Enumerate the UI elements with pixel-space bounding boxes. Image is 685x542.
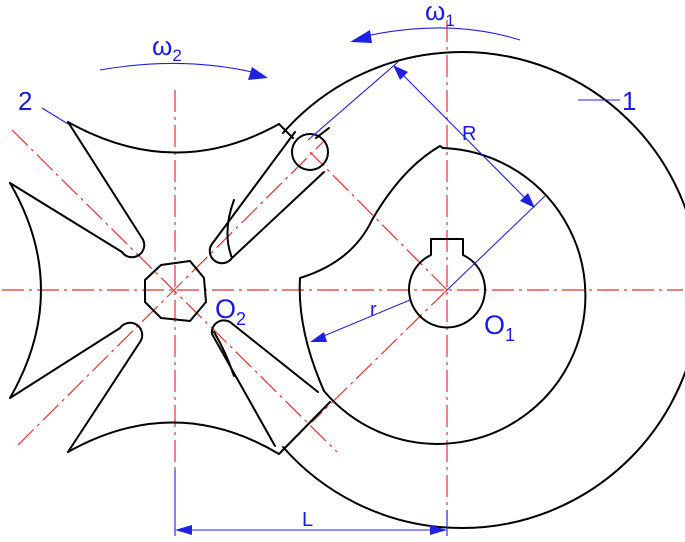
geneva-slot-curve-lower	[213, 331, 235, 377]
dim-big-r-line	[395, 67, 533, 206]
dimensions	[41, 61, 620, 536]
dim-small-r-line	[313, 299, 411, 341]
geneva-slot-lower-left	[9, 321, 144, 453]
label-omega1: ω1	[425, 0, 455, 30]
dim-r-extension-top	[307, 61, 399, 141]
label-part-1: 1	[622, 86, 636, 116]
hub-with-keyway	[408, 238, 486, 329]
locking-disc-left-arc	[298, 277, 325, 392]
dim-l-arrow-left	[175, 525, 192, 535]
geneva-locking-arc-top	[67, 121, 280, 154]
crank-center-line-upper	[309, 151, 448, 291]
labels: ω1 ω2 1 2 O1 O2 R r L	[18, 0, 636, 531]
leader-part-2	[41, 107, 69, 125]
geneva-slot-upper-left	[9, 121, 146, 259]
driving-wheel-outer-circle	[282, 51, 685, 529]
geneva-locking-arc-left	[9, 182, 42, 399]
label-o2: O2	[215, 294, 246, 329]
dim-small-r-arrow	[310, 332, 327, 342]
dim-big-r-arrow-top	[393, 65, 408, 80]
locking-disc-notch	[299, 145, 444, 279]
omega1-arrowhead	[350, 30, 372, 43]
geneva-hub-octagon	[144, 260, 207, 322]
dim-l-arrow-right	[430, 525, 447, 535]
geneva-wheel	[9, 121, 331, 455]
diagonal-center-line-a	[11, 129, 338, 453]
geneva-locking-arc-bottom	[67, 421, 280, 455]
label-omega2: ω2	[152, 31, 182, 65]
dim-big-r-arrow-bottom	[520, 193, 535, 208]
geneva-slot-lower-right	[210, 319, 331, 455]
label-o1: O1	[484, 310, 515, 345]
label-part-2: 2	[18, 86, 32, 116]
rotation-indicators	[99, 27, 521, 80]
geneva-slot-curve-upper	[226, 199, 235, 259]
omega2-arrowhead	[248, 67, 268, 80]
driving-wheel	[282, 51, 685, 529]
diagonal-center-line-b	[17, 139, 326, 446]
label-l: L	[302, 509, 313, 531]
label-small-r: r	[370, 299, 377, 321]
label-big-r: R	[462, 123, 476, 145]
dim-r-extension-right	[446, 195, 546, 291]
crank-center-line-lower	[311, 289, 448, 423]
crank-pin-roller	[291, 133, 329, 171]
omega1-rotation-arc	[365, 27, 521, 41]
center-lines	[2, 20, 683, 520]
locking-disc-arc	[323, 147, 587, 445]
omega2-rotation-arc	[99, 62, 253, 73]
geneva-slot-upper-right	[208, 123, 325, 265]
